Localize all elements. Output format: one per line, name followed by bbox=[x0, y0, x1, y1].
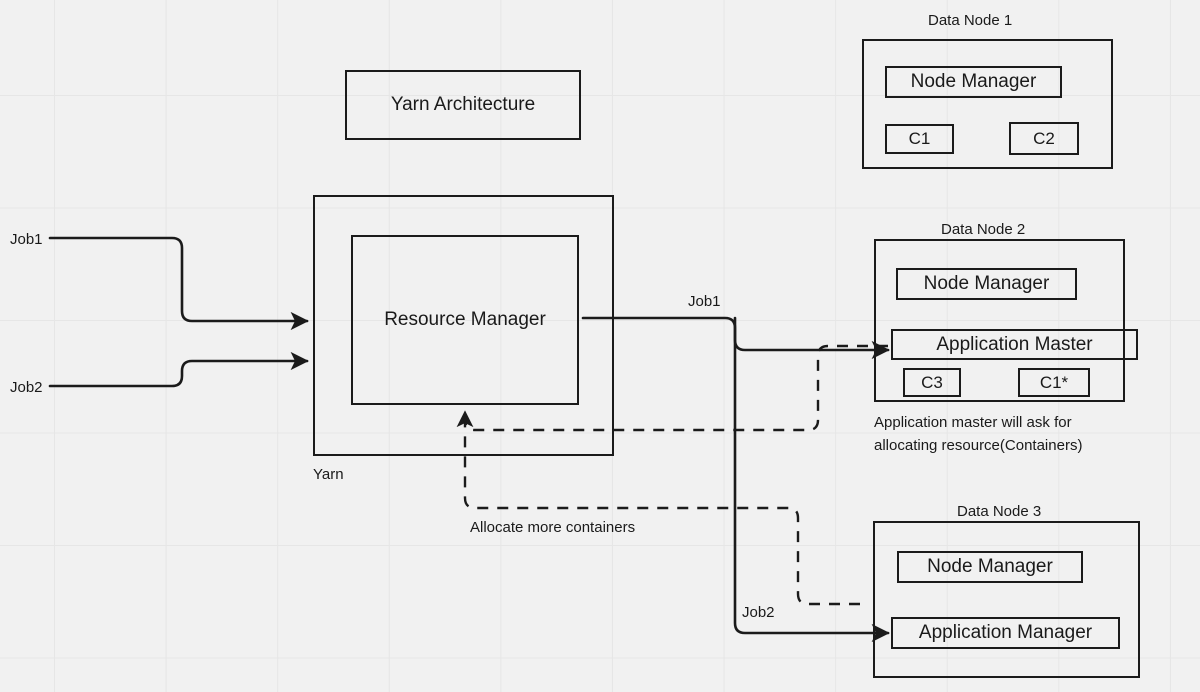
data-node-1-container-c1: C1 bbox=[885, 124, 954, 154]
node-manager-label: Node Manager bbox=[927, 556, 1053, 578]
application-manager-label: Application Manager bbox=[918, 622, 1093, 644]
edge-label-job2: Job2 bbox=[742, 604, 775, 621]
node-manager-label: Node Manager bbox=[923, 273, 1050, 295]
title-box: Yarn Architecture bbox=[345, 70, 581, 140]
container-label: C1* bbox=[1039, 372, 1069, 392]
data-node-2-container-c3: C3 bbox=[903, 368, 961, 397]
data-node-2-caption: Data Node 2 bbox=[941, 221, 1026, 238]
container-label: C2 bbox=[1033, 128, 1055, 148]
data-node-3-application-manager-box: Application Manager bbox=[891, 617, 1120, 649]
data-node-3-box bbox=[873, 521, 1140, 678]
edge-app-master-request-dashed bbox=[456, 344, 888, 432]
resource-manager-label: Resource Manager bbox=[384, 309, 546, 331]
edge-job2-to-app-manager bbox=[733, 316, 890, 643]
app-master-note-line-1: Application master will ask for bbox=[874, 414, 1072, 431]
data-node-2-container-c1-star: C1* bbox=[1018, 368, 1090, 397]
data-node-3-node-manager-box: Node Manager bbox=[897, 551, 1083, 583]
application-master-label: Application Master bbox=[936, 333, 1093, 355]
title-box-label: Yarn Architecture bbox=[390, 94, 536, 116]
input-label-job2: Job2 bbox=[10, 379, 43, 396]
data-node-3-caption: Data Node 3 bbox=[957, 503, 1042, 520]
data-node-2-node-manager-box: Node Manager bbox=[896, 268, 1077, 300]
container-label: C3 bbox=[921, 372, 943, 392]
input-label-job1: Job1 bbox=[10, 231, 43, 248]
container-label: C1 bbox=[908, 129, 931, 149]
edge-allocate-more-containers-dashed bbox=[463, 412, 860, 606]
data-node-2-application-master-box: Application Master bbox=[891, 329, 1138, 360]
data-node-2-box bbox=[874, 239, 1125, 402]
edge-job2-in bbox=[48, 351, 309, 388]
app-master-note-line-2: allocating resource(Containers) bbox=[874, 437, 1083, 454]
data-node-1-caption: Data Node 1 bbox=[928, 12, 1013, 29]
data-node-1-node-manager-box: Node Manager bbox=[885, 66, 1062, 98]
yarn-caption: Yarn bbox=[313, 466, 344, 483]
edge-label-job1: Job1 bbox=[688, 293, 721, 310]
resource-manager-box: Resource Manager bbox=[351, 235, 579, 405]
edge-job1-in bbox=[48, 236, 309, 331]
data-node-1-container-c2: C2 bbox=[1009, 122, 1079, 155]
edge-label-allocate-more-containers: Allocate more containers bbox=[470, 519, 636, 536]
data-node-1-box bbox=[862, 39, 1113, 169]
node-manager-label: Node Manager bbox=[910, 71, 1037, 93]
yarn-boundary-box bbox=[313, 195, 614, 456]
